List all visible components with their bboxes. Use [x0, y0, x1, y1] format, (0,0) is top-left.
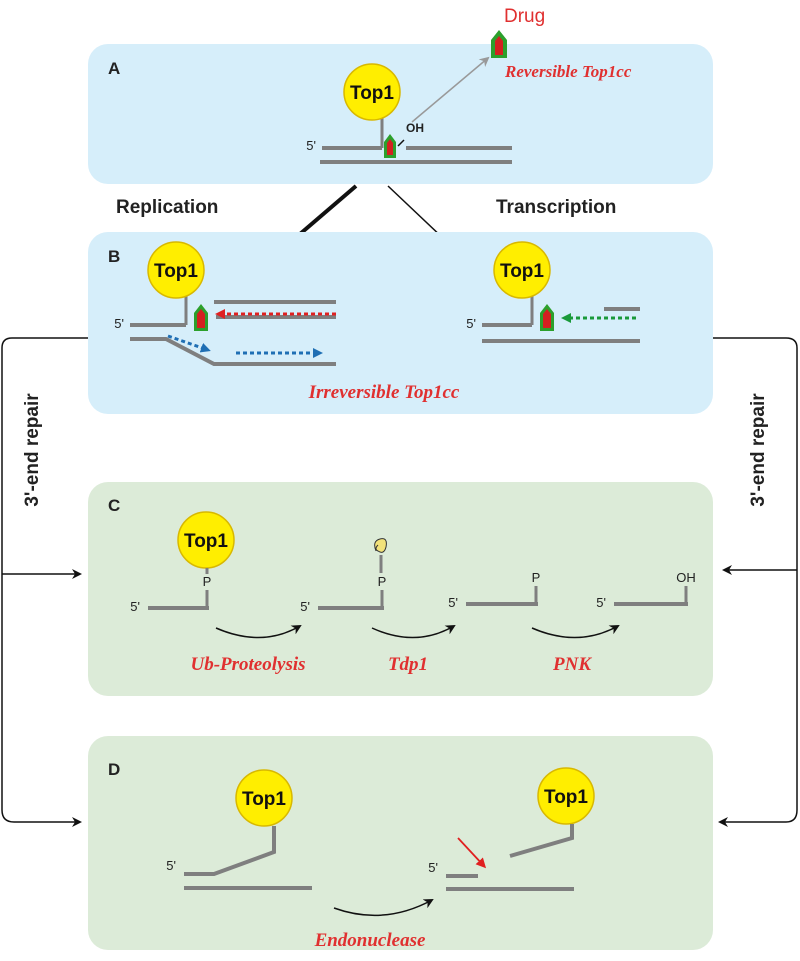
step-label-ub-proteolysis: Ub-Proteolysis [190, 654, 305, 675]
step-arrow-endonuclease [333, 899, 434, 917]
five-prime-label: 5' [300, 599, 310, 614]
right-repair-connector: 3'-end repair [713, 337, 798, 827]
peptide-remnant-icon [374, 538, 387, 553]
dna-flap-strand [184, 826, 276, 876]
step-label-endonuclease: Endonuclease [314, 930, 426, 951]
panel-b: B Top1 5' Top1 5' Irreversible Top1cc [88, 232, 713, 414]
drug-label: Drug [504, 6, 545, 27]
five-prime-label: 5' [448, 595, 458, 610]
step-label-pnk: PNK [552, 654, 592, 675]
top1-label: Top1 [500, 261, 544, 282]
step-arrow-2 [371, 624, 456, 639]
five-prime-label: 5' [306, 138, 316, 153]
top1-label: Top1 [184, 531, 228, 552]
reversible-caption: Reversible Top1cc [504, 62, 632, 81]
panel-c: C Top1 P 5' P 5' P 5' OH 5' Ub-Proteolys… [88, 482, 713, 696]
drug-molecule-icon [384, 134, 396, 158]
phosphate-label: P [378, 574, 387, 589]
phosphate-label: P [203, 574, 212, 589]
five-prime-label: 5' [428, 860, 438, 875]
repair-label-left: 3'-end repair [22, 393, 43, 507]
five-prime-label: 5' [166, 858, 176, 873]
oh-label: OH [406, 121, 424, 135]
top1-label: Top1 [350, 83, 394, 104]
panel-d-letter: D [108, 760, 120, 779]
five-prime-label: 5' [466, 316, 476, 331]
phosphate-label: P [532, 570, 541, 585]
panel-b-letter: B [108, 247, 120, 266]
top1-label: Top1 [242, 789, 286, 810]
panel-a-letter: A [108, 59, 120, 78]
top1-enzyme [235, 769, 293, 827]
drug-molecule-icon [540, 304, 554, 331]
drug-molecule-icon [194, 304, 208, 331]
polymerase-arrow-blue-1 [167, 334, 211, 353]
repair-label-right: 3'-end repair [748, 393, 769, 507]
top1-label: Top1 [544, 787, 588, 808]
transcription-label: Transcription [496, 197, 616, 218]
top1-enzyme [343, 63, 401, 121]
panel-d: D Top1 5' Top1 5' Endonuclease [88, 736, 713, 951]
top1-enzyme [493, 241, 551, 299]
dna-bottom-strand [130, 337, 336, 366]
five-prime-label: 5' [114, 316, 124, 331]
oh-pointer [397, 139, 405, 147]
hydroxyl-label: OH [676, 570, 696, 585]
top1-enzyme [147, 241, 205, 299]
replication-label: Replication [116, 197, 218, 218]
step-arrow-3 [531, 625, 620, 639]
irreversible-caption: Irreversible Top1cc [308, 382, 460, 403]
panel-c-letter: C [108, 496, 120, 515]
step-label-tdp1: Tdp1 [388, 654, 428, 675]
drug-release-arrow [411, 56, 490, 123]
free-drug-icon [491, 30, 507, 58]
top1-enzyme [537, 767, 595, 825]
step-arrow-1 [215, 624, 302, 639]
left-repair-connector: 3'-end repair [1, 337, 88, 827]
five-prime-label: 5' [596, 595, 606, 610]
dna-cleaved-flap [509, 824, 574, 858]
top1-label: Top1 [154, 261, 198, 282]
cleavage-site-arrow [457, 837, 487, 869]
panel-a: A Top1 5' OH Drug Reversible Top1cc [88, 6, 713, 184]
five-prime-label: 5' [130, 599, 140, 614]
